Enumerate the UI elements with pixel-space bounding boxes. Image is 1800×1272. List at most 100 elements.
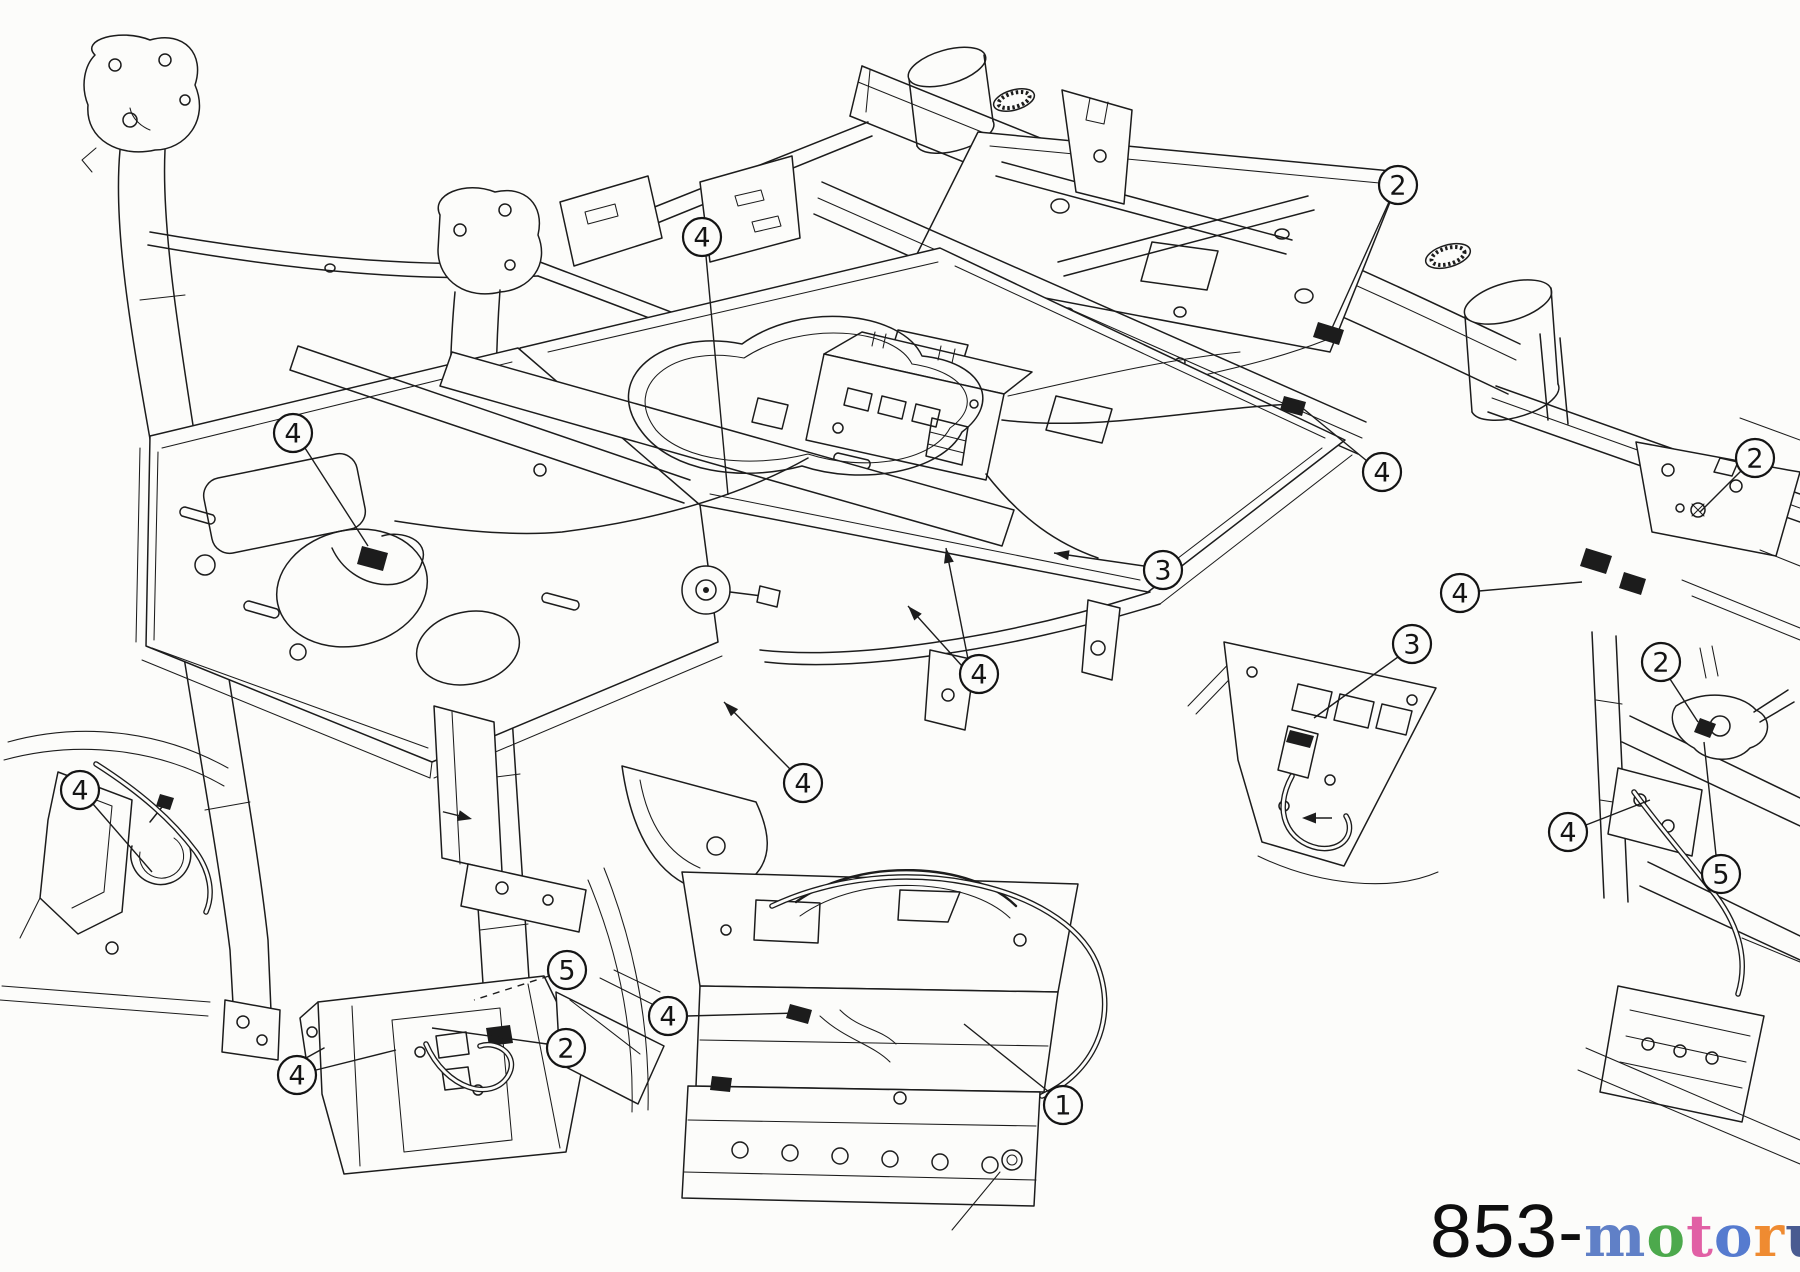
callout-number: 1 bbox=[1054, 1091, 1071, 1122]
callout-5: 5 bbox=[1700, 853, 1742, 895]
callout-3: 3 bbox=[1142, 549, 1184, 591]
leader-line bbox=[92, 803, 153, 873]
floor-pan bbox=[135, 247, 1353, 933]
leader-line bbox=[963, 1023, 1050, 1093]
callout-2: 2 bbox=[1734, 437, 1776, 479]
callout-4: 4 bbox=[272, 412, 314, 454]
callout-number: 2 bbox=[557, 1034, 574, 1065]
callout-4: 4 bbox=[59, 769, 101, 811]
rear-frame bbox=[559, 46, 1560, 455]
callout-circle bbox=[1142, 549, 1184, 591]
watermark-letter: u bbox=[1785, 1202, 1800, 1270]
leader-line bbox=[723, 701, 791, 770]
leader-line bbox=[1699, 470, 1742, 513]
watermark-letter: o bbox=[1713, 1202, 1754, 1270]
wiring-harness-main bbox=[331, 315, 1306, 586]
callout-5: 5 bbox=[546, 949, 588, 991]
callout-number: 4 bbox=[1373, 458, 1390, 489]
callout-4: 4 bbox=[1361, 451, 1403, 493]
callout-circle bbox=[1734, 437, 1776, 479]
callout-circle bbox=[1042, 1084, 1084, 1126]
leader-line bbox=[686, 1012, 799, 1017]
callout-circle bbox=[647, 995, 689, 1037]
callout-4: 4 bbox=[647, 995, 689, 1037]
callout-number: 2 bbox=[1746, 444, 1763, 475]
callout-2: 2 bbox=[545, 1027, 587, 1069]
callout-circle bbox=[272, 412, 314, 454]
callout-4: 4 bbox=[782, 762, 824, 804]
part-number: 853-354943.00 bbox=[1430, 1189, 1585, 1272]
callout-number: 4 bbox=[71, 776, 88, 807]
leader-arrowhead bbox=[1054, 550, 1070, 561]
leader-line bbox=[315, 1049, 397, 1071]
callout-4: 4 bbox=[1547, 811, 1589, 853]
callout-circle bbox=[545, 1027, 587, 1069]
callout-4: 4 bbox=[1439, 572, 1481, 614]
leader-line bbox=[1299, 405, 1368, 462]
callout-number: 5 bbox=[558, 956, 575, 987]
callout-leader-lines bbox=[92, 201, 1742, 1093]
watermark-letter: r bbox=[1753, 1202, 1786, 1270]
watermark-letter: m bbox=[1584, 1202, 1647, 1270]
direction-arrow-icon bbox=[1302, 812, 1332, 824]
leader-line bbox=[945, 547, 969, 660]
inset-console-bracket-detail bbox=[299, 969, 665, 1175]
callout-4: 4 bbox=[276, 1054, 318, 1096]
leader-line bbox=[1585, 799, 1651, 826]
callout-number: 4 bbox=[794, 769, 811, 800]
callout-number: 4 bbox=[659, 1002, 676, 1033]
callout-2: 2 bbox=[1377, 164, 1419, 206]
callout-1: 1 bbox=[1042, 1084, 1084, 1126]
callout-circle bbox=[546, 949, 588, 991]
callout-circle bbox=[1439, 572, 1481, 614]
callout-circle bbox=[1547, 811, 1589, 853]
callout-number: 5 bbox=[1712, 860, 1729, 891]
callout-circle bbox=[1391, 623, 1433, 665]
callout-number: 3 bbox=[1403, 630, 1420, 661]
callout-number: 2 bbox=[1652, 648, 1669, 679]
callout-4: 4 bbox=[958, 653, 1000, 695]
callout-2: 2 bbox=[1640, 641, 1682, 683]
watermark-letter: o bbox=[1646, 1202, 1687, 1270]
leader-line bbox=[1478, 581, 1583, 592]
main-assembly-drawing bbox=[81, 34, 1560, 1116]
callout-number: 4 bbox=[693, 223, 710, 254]
leader-line bbox=[304, 447, 369, 547]
inset-clutch-cable-detail bbox=[1577, 631, 1800, 1165]
callout-number: 4 bbox=[1451, 579, 1468, 610]
callout-circle bbox=[958, 653, 1000, 695]
leader-line bbox=[1703, 741, 1717, 856]
watermark-logo: motorufde bbox=[1584, 1202, 1800, 1270]
leader-arrowhead bbox=[908, 606, 922, 621]
callout-number: 4 bbox=[970, 660, 987, 691]
callout-circle bbox=[1361, 451, 1403, 493]
callout-number: 3 bbox=[1154, 556, 1171, 587]
leader-line bbox=[1053, 552, 1145, 567]
callout-circle bbox=[276, 1054, 318, 1096]
leader-line bbox=[1313, 656, 1399, 719]
watermark-letter: t bbox=[1686, 1202, 1714, 1270]
inset-frame-rail-detail bbox=[1487, 333, 1800, 641]
leader-line bbox=[1669, 678, 1699, 723]
callout-circle bbox=[1640, 641, 1682, 683]
callout-number: 4 bbox=[288, 1061, 305, 1092]
leader-line bbox=[431, 1027, 548, 1045]
direction-arrow-icon bbox=[442, 810, 472, 821]
leader-arrowhead bbox=[724, 702, 739, 717]
callout-circle bbox=[782, 762, 824, 804]
callout-circle bbox=[1700, 853, 1742, 895]
callout-circle bbox=[1377, 164, 1419, 206]
callout-4: 4 bbox=[681, 216, 723, 258]
callout-number: 4 bbox=[1559, 818, 1576, 849]
leader-line bbox=[473, 975, 550, 1001]
leader-line bbox=[1331, 201, 1390, 329]
callout-number: 2 bbox=[1389, 171, 1406, 202]
direction-arrows bbox=[442, 810, 1332, 824]
callout-number: 4 bbox=[284, 419, 301, 450]
leader-line bbox=[705, 255, 729, 496]
leader-arrowhead bbox=[944, 548, 954, 564]
callout-circle bbox=[59, 769, 101, 811]
